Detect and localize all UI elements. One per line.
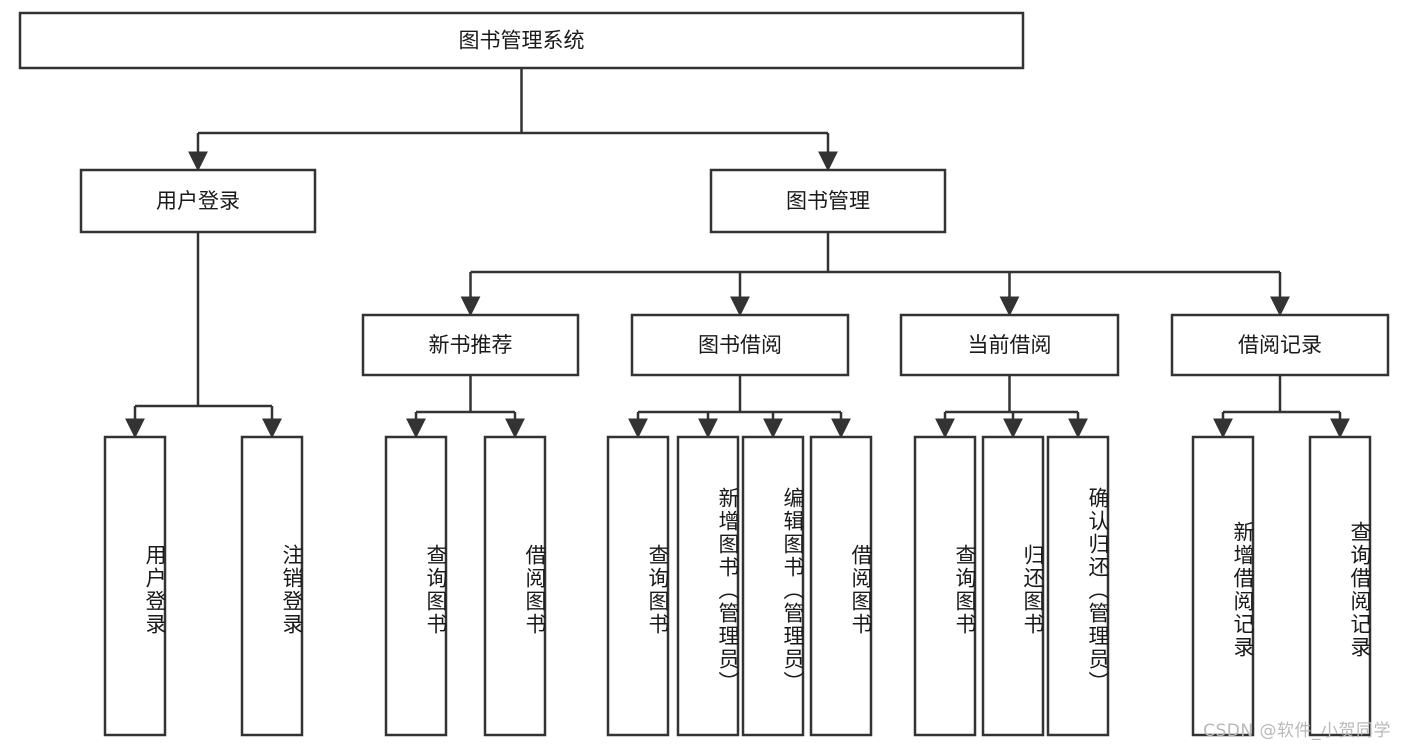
node-box-leaf-return-book[interactable] [981, 435, 1045, 737]
csdn-watermark: CSDN @软件_小贺同学 [1203, 721, 1391, 741]
node-box-leaf-borrow-book-recommend[interactable] [483, 435, 547, 737]
node-label-borrow-record: 借阅记录 [1238, 333, 1322, 357]
node-box-leaf-query-book-recommend[interactable] [384, 435, 448, 737]
node-box-new-book-recommend[interactable] [361, 313, 580, 377]
node-label-book-borrow: 图书借阅 [698, 333, 782, 357]
node-box-book-management[interactable] [709, 168, 947, 234]
node-box-leaf-query-borrow-record[interactable] [1308, 435, 1372, 737]
node-label-current-borrow: 当前借阅 [968, 333, 1052, 357]
node-box-borrow-record[interactable] [1170, 313, 1390, 377]
node-box-user-login[interactable] [79, 168, 317, 234]
connector-layer [125, 68, 1350, 439]
node-label-book-management: 图书管理 [786, 189, 870, 213]
node-label-root: 图书管理系统 [459, 29, 585, 53]
node-box-current-borrow[interactable] [899, 313, 1120, 377]
node-box-leaf-add-borrow-record[interactable] [1191, 435, 1255, 737]
node-box-leaf-query-book-borrow[interactable] [606, 435, 670, 737]
node-box-leaf-edit-book-admin[interactable] [741, 435, 805, 737]
node-box-leaf-query-book-current[interactable] [913, 435, 977, 737]
node-box-root[interactable] [18, 11, 1025, 70]
node-box-leaf-confirm-return-admin[interactable] [1046, 435, 1110, 737]
node-box-leaf-user-login[interactable] [103, 435, 167, 737]
node-box-leaf-add-book-admin[interactable] [676, 435, 740, 737]
node-box-layer [18, 11, 1390, 737]
node-box-leaf-borrow-book[interactable] [809, 435, 873, 737]
node-label-new-book-recommend: 新书推荐 [429, 333, 513, 357]
node-label-user-login: 用户登录 [156, 189, 240, 213]
node-box-book-borrow[interactable] [630, 313, 850, 377]
node-box-leaf-logout-login[interactable] [240, 435, 304, 737]
